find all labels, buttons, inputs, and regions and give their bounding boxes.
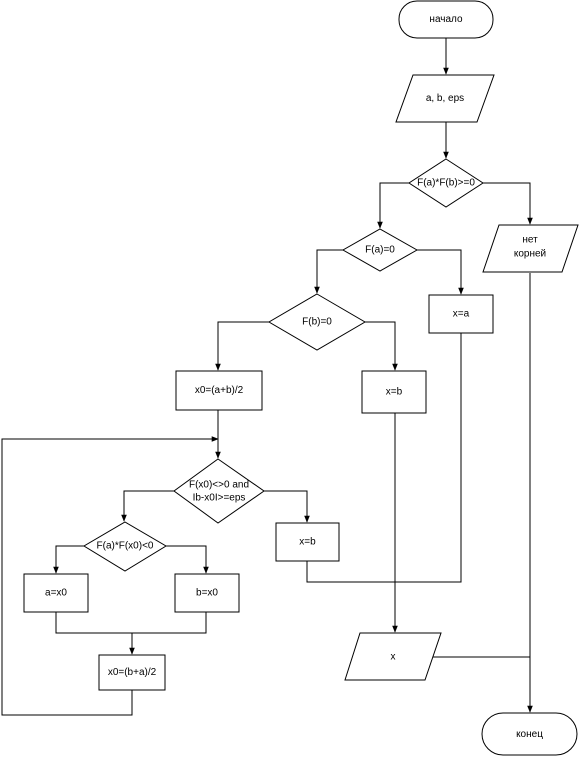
process-x-equals-a: x=a — [428, 294, 494, 334]
connector — [314, 249, 343, 294]
end-terminator: конец — [481, 712, 578, 756]
decision-sign-label: F(a)*F(x0)<0 — [97, 541, 154, 552]
process-a-equals-x0: a=x0 — [23, 573, 89, 613]
connector — [417, 249, 464, 295]
process-update-x0-label: x0=(b+a)/2 — [108, 667, 157, 678]
connector — [121, 490, 174, 522]
start-terminator: начало — [398, 0, 494, 39]
process-x-equals-b: x=b — [361, 370, 427, 414]
decision-fb-zero-label: F(b)=0 — [302, 317, 332, 328]
output-x: x — [344, 632, 442, 681]
start-label: начало — [429, 14, 463, 25]
process-init-x0-label: x0=(a+b)/2 — [195, 385, 244, 396]
process-update-x0: x0=(b+a)/2 — [98, 654, 166, 691]
connector — [264, 490, 310, 523]
connector — [365, 321, 398, 371]
connector — [215, 321, 269, 371]
process-b-equals-x0-label: b=x0 — [196, 588, 218, 599]
output-x-label: x — [391, 652, 396, 663]
connector — [166, 545, 209, 574]
decision-fb-zero: F(b)=0 — [268, 293, 366, 351]
decision-loop-condition: F(x0)<>0 and Ib-x0I>=eps — [173, 458, 265, 524]
decision-sign: F(a)*F(x0)<0 — [83, 521, 167, 572]
process-x-equals-b-label: x=b — [386, 387, 403, 398]
decision-loop-line2: Ib-x0I>=eps — [193, 493, 246, 504]
input-parallelogram: a, b, eps — [395, 74, 495, 123]
input-label: a, b, eps — [426, 93, 464, 104]
connector — [377, 182, 409, 229]
connector — [53, 545, 84, 574]
process-b-equals-x0: b=x0 — [174, 573, 240, 613]
decision-fa-zero-label: F(a)=0 — [365, 245, 395, 256]
connectors — [1, 38, 533, 716]
process-a-equals-x0-label: a=x0 — [45, 588, 67, 599]
connector — [306, 333, 462, 583]
connector — [55, 612, 207, 634]
connector — [483, 182, 533, 225]
decision-no-roots: F(a)*F(b)>=0 — [408, 158, 484, 208]
output-no-roots: нет корней — [482, 224, 579, 273]
decision-fa-zero: F(a)=0 — [341, 228, 419, 272]
process-x-equals-b-2-label: x=b — [299, 537, 316, 548]
decision-no-roots-label: F(a)*F(b)>=0 — [417, 178, 475, 189]
process-init-x0: x0=(a+b)/2 — [175, 370, 263, 411]
end-label: конец — [516, 729, 543, 740]
process-x-equals-a-label: x=a — [453, 309, 470, 320]
process-x-equals-b-2: x=b — [275, 522, 340, 562]
output-no-roots-line1: нет — [522, 235, 538, 246]
output-no-roots-line2: корней — [514, 249, 546, 260]
connector — [1, 436, 219, 716]
decision-loop-line1: F(x0)<>0 and — [189, 480, 249, 491]
